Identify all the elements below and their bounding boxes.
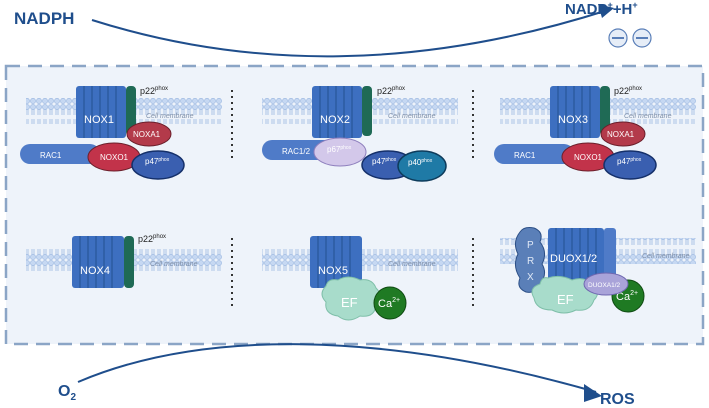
- svg-text:p40phox: p40phox: [408, 158, 433, 167]
- nox-name: NOX5: [318, 265, 348, 277]
- membrane-label: Cell membrane: [388, 113, 436, 120]
- ros-arrow: [77, 343, 597, 393]
- membrane-label: Cell membrane: [150, 261, 198, 268]
- p22phox-subunit: [600, 86, 610, 136]
- nox5-complex: Cell membrane NOX5 EF Ca2+: [262, 236, 458, 321]
- nadph-arrowhead: [598, 4, 614, 18]
- svg-text:RAC1: RAC1: [40, 151, 62, 160]
- p22phox-label: p22phox: [614, 86, 642, 96]
- svg-text:p47phox: p47phox: [145, 157, 170, 166]
- nadph-arrow: [91, 9, 609, 58]
- oxygen-label: O2: [58, 383, 76, 403]
- svg-text:NOXA1: NOXA1: [607, 130, 635, 139]
- nox-name: NOX4: [80, 265, 110, 277]
- svg-text:p47phox: p47phox: [372, 157, 397, 166]
- p22phox-subunit: [124, 236, 134, 288]
- membrane-label: Cell membrane: [388, 261, 436, 268]
- svg-text:P: P: [527, 240, 534, 251]
- svg-text:RAC1/2: RAC1/2: [282, 147, 311, 156]
- ros-arrowhead: [584, 384, 602, 402]
- svg-text:Ca2+: Ca2+: [616, 290, 638, 303]
- svg-text:DUOXA1/2: DUOXA1/2: [588, 282, 621, 289]
- rac-subunit: [494, 144, 574, 164]
- nox-name: NOX1: [84, 114, 114, 126]
- rac-subunit: [20, 144, 100, 164]
- svg-text:p67phox: p67phox: [327, 145, 352, 154]
- ros-label: ROS: [600, 391, 635, 408]
- nox2-complex: Cell membrane p22phox NOX2 RAC1/2 p67pho…: [262, 86, 458, 182]
- nox-name: NOX2: [320, 114, 350, 126]
- ef-hand-domain: [531, 275, 598, 314]
- svg-text:NOXO1: NOXO1: [100, 153, 129, 162]
- electron-icons: [608, 28, 652, 48]
- duox-complex: Cell membrane DUOX1/2 P R X EF Ca2+ DUOX…: [500, 227, 696, 314]
- svg-text:R: R: [527, 256, 534, 267]
- p22phox-label: p22phox: [377, 86, 405, 96]
- p22phox-label: p22phox: [138, 234, 166, 244]
- p67phox-subunit: [313, 137, 367, 167]
- p47phox-subunit: [131, 150, 185, 180]
- svg-text:NADP++H+: NADP++H+: [565, 0, 638, 18]
- membrane-label: Cell membrane: [642, 253, 690, 260]
- svg-text:EF: EF: [557, 292, 574, 307]
- svg-text:NOXO1: NOXO1: [574, 153, 603, 162]
- membrane-label: Cell membrane: [624, 113, 672, 120]
- noxa1-subunit: [600, 121, 646, 147]
- p22phox-subunit: [126, 86, 136, 136]
- membrane-label: Cell membrane: [146, 113, 194, 120]
- svg-text:Ca2+: Ca2+: [378, 297, 400, 310]
- svg-text:p47phox: p47phox: [617, 157, 642, 166]
- nadph-label: NADPH: [14, 9, 74, 28]
- nox1-complex: Cell membrane p22phox NOX1 NOXA1 RAC1 NO…: [20, 86, 222, 180]
- svg-text:X: X: [527, 272, 534, 283]
- noxa1-subunit: [126, 121, 172, 147]
- calcium-ion: [373, 286, 407, 320]
- svg-text:EF: EF: [341, 295, 358, 310]
- duoxa-subunit: [583, 272, 629, 296]
- nox3-complex: Cell membrane p22phox NOX3 NOXA1 RAC1 NO…: [494, 86, 696, 180]
- nox-name: DUOX1/2: [550, 253, 597, 265]
- svg-text:NOXA1: NOXA1: [133, 130, 161, 139]
- p40phox-subunit: [397, 150, 447, 182]
- p22phox-label: p22phox: [140, 86, 168, 96]
- nadp-label: NADP++H+: [565, 0, 638, 18]
- nox-name: NOX3: [558, 114, 588, 126]
- nox4-complex: Cell membrane p22phox NOX4: [26, 234, 222, 288]
- p47phox-subunit: [603, 150, 657, 180]
- p22phox-subunit: [362, 86, 372, 136]
- svg-text:RAC1: RAC1: [514, 151, 536, 160]
